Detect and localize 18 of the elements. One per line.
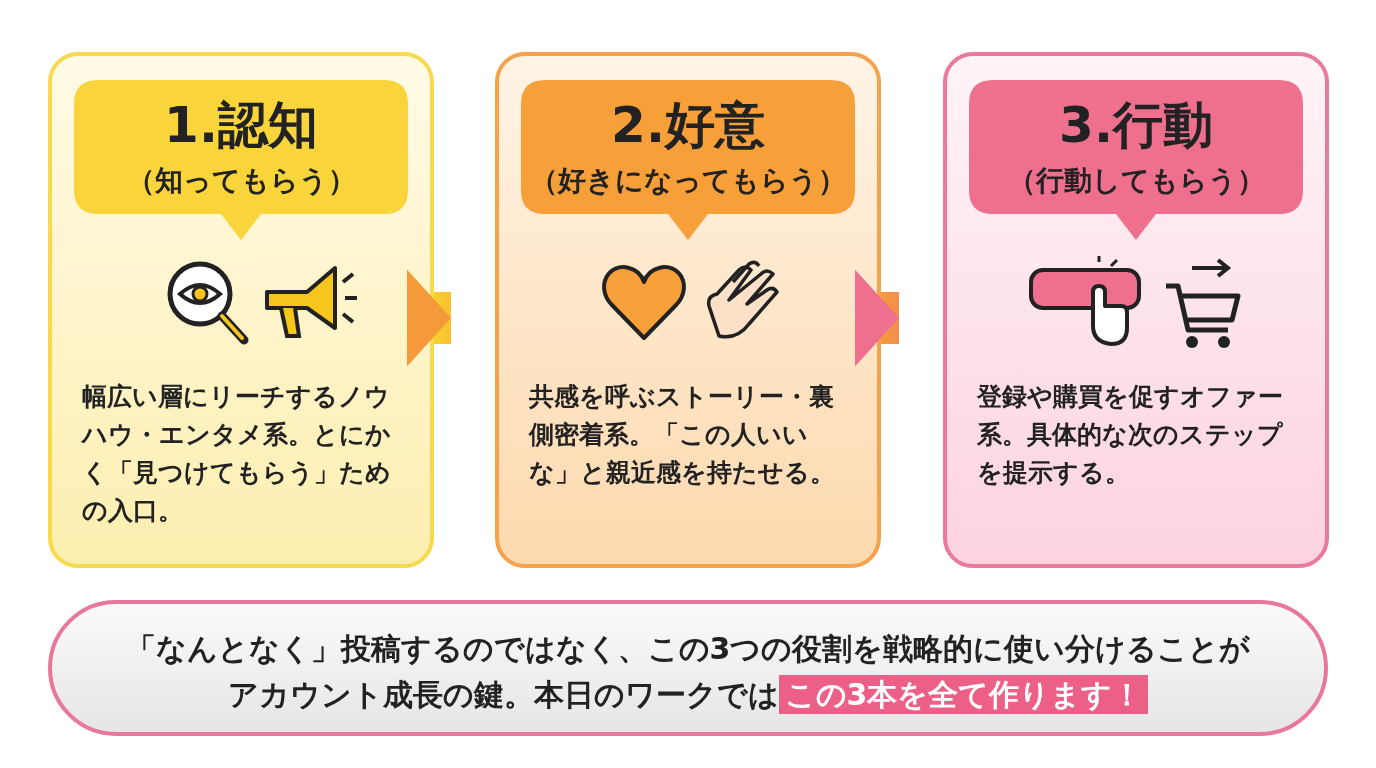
stage-card (943, 52, 1329, 568)
stage-subheading: （好きになってもらう） (530, 163, 846, 199)
description-text: 共感を呼ぶストーリー・裏側密着系。「この人いいな」と親近感を持たせる。 (529, 381, 836, 489)
stage-subheading: （知ってもらう） (126, 163, 356, 199)
stage-subheading: （行動してもらう） (1007, 163, 1265, 199)
stage-heading: 1.認知 (164, 95, 318, 156)
description-text: 幅広い層にリーチするノウハウ・エンタメ系。とにかく「見つけてもらう」ための入口。 (82, 381, 392, 527)
speech-bubble (521, 80, 855, 240)
summary-text: 「なんとなく」投稿するのではなく、この3つの役割を戦略的に使い分けることがアカウント成長の鍵。本日のワークでは この3本を全て作ります！ (124, 630, 1252, 716)
arrow (407, 269, 451, 367)
speech-bubble (969, 80, 1303, 240)
stage-card (495, 52, 881, 568)
speech-bubble (74, 80, 408, 240)
stage-card (48, 52, 434, 568)
stage-heading: 2.好意 (611, 95, 765, 156)
arrow (855, 269, 899, 367)
stage-heading: 3.行動 (1059, 95, 1213, 156)
description-text: 登録や購買を促すオファー系。具体的な次のステップを提示する。 (977, 381, 1284, 489)
